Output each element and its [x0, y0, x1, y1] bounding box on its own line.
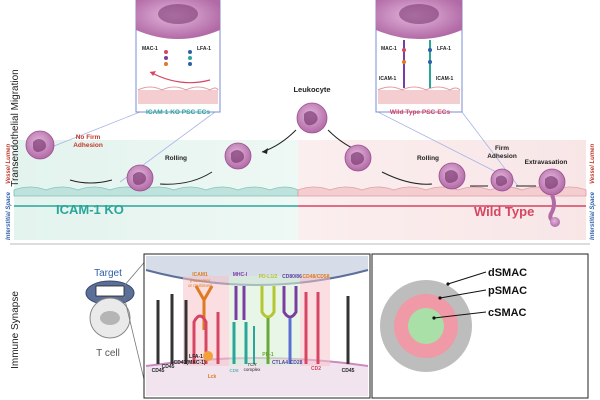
- rolling-wt-label: Rolling: [417, 155, 439, 162]
- smac-panel: [371, 253, 589, 399]
- lumen-label-left: Vessel Lumen: [6, 144, 12, 184]
- wt-cell-rolling-1: [344, 144, 372, 172]
- wt-cell-extravasation: [538, 168, 566, 227]
- psmac-label: pSMAC: [488, 285, 527, 297]
- wt-cell-rolling-2: [438, 162, 466, 190]
- lfa1-label-1: LFA-1: [189, 354, 203, 360]
- dsmac-label: dSMAC: [488, 267, 527, 279]
- tcr-label-1: TCR: [247, 362, 257, 367]
- ko-cell-nofirm: [25, 130, 55, 160]
- interstitial-label-right: Interstitial Space: [590, 191, 596, 240]
- icam1-label-3: or multimer): [188, 283, 213, 288]
- ko-cell-rolling-1: [224, 142, 252, 170]
- cd8-label: CD8: [229, 368, 238, 373]
- csmac-label: cSMAC: [488, 307, 527, 319]
- wt-inset-caption: Wild Type PSC-ECs: [390, 109, 451, 116]
- cd2-label: CD2: [311, 366, 321, 372]
- wt-icam1-right-label: ICAM-1: [436, 76, 453, 82]
- lfa1-label-2: (MAC-1): [186, 360, 205, 366]
- lumen-label-right: Vessel Lumen: [590, 144, 596, 184]
- firm-adhesion-label-2: Adhesion: [487, 153, 517, 160]
- wt-cell-firm: [490, 168, 514, 192]
- wt-icam1-left-label: ICAM-1: [379, 76, 396, 82]
- interstitial-label-left: Interstitial Space: [6, 191, 12, 240]
- synapse-panel: [143, 253, 371, 399]
- ko-drift-arrow: [69, 179, 113, 184]
- extravasation-label: Extravasation: [525, 159, 568, 166]
- ko-cell-rolling-2: [126, 164, 154, 192]
- section-label-bottom: Immune Synapse: [10, 291, 21, 369]
- icam1-label-1: ICAM1: [192, 272, 208, 278]
- wt-region-label: Wild Type: [474, 204, 534, 219]
- leukocyte-label: Leukocyte: [293, 85, 330, 94]
- ko-inset: MAC-1 LFA-1 ICAM-1 KO PSC-ECs: [43, 0, 221, 183]
- section-label-top: Transendothelial Migration: [10, 69, 21, 186]
- wt-rolling-arrow: [381, 171, 433, 185]
- ko-region-label: ICAM-1 KO: [56, 202, 124, 217]
- wt-inset: MAC-1 LFA-1 ICAM-1 ICAM-1 Wild Type PSC-…: [375, 0, 519, 187]
- lck-label: Lck: [208, 374, 217, 380]
- cd80-label: CD80/86: [282, 274, 302, 280]
- firm-adhesion-label-1: Firm: [495, 145, 509, 152]
- cd43-label: CD43: [174, 360, 187, 366]
- rolling-ko-label: Rolling: [165, 155, 187, 162]
- leukocyte-center: [296, 102, 328, 134]
- wt-lfa1-label: LFA-1: [437, 46, 451, 52]
- arrow-head-ko: [262, 148, 268, 154]
- no-firm-label-1: No Firm: [76, 134, 101, 141]
- wt-mac1-label: MAC-1: [381, 46, 397, 52]
- ko-mac1-label: MAC-1: [142, 46, 158, 52]
- ko-rolling-arrow: [159, 171, 213, 185]
- tcr-label-2: complex: [244, 367, 262, 372]
- tcell-label: T cell: [96, 348, 120, 359]
- mhc-label: MHC-I: [233, 272, 248, 278]
- pd1-label: PD-1: [262, 352, 274, 358]
- cd45-second-label: CD45: [162, 364, 175, 370]
- ko-lfa1-label: LFA-1: [197, 46, 211, 52]
- cd45-left-label: CD45: [152, 368, 165, 374]
- target-tcell-cartoon: [85, 280, 135, 339]
- no-firm-label-2: Adhesion: [73, 142, 103, 149]
- pdl-label: PD-L1/2: [259, 274, 278, 280]
- cd48-label: CD48/CD58: [303, 274, 330, 280]
- cd28-label: CD28: [290, 360, 303, 366]
- ko-inset-caption: ICAM-1 KO PSC-ECs: [146, 109, 210, 116]
- cd45-right-label: CD45: [342, 368, 355, 374]
- ctla4-label: CTLA4: [272, 360, 288, 366]
- target-label: Target: [94, 268, 122, 279]
- icam1-label-2: (monomer: [190, 278, 211, 283]
